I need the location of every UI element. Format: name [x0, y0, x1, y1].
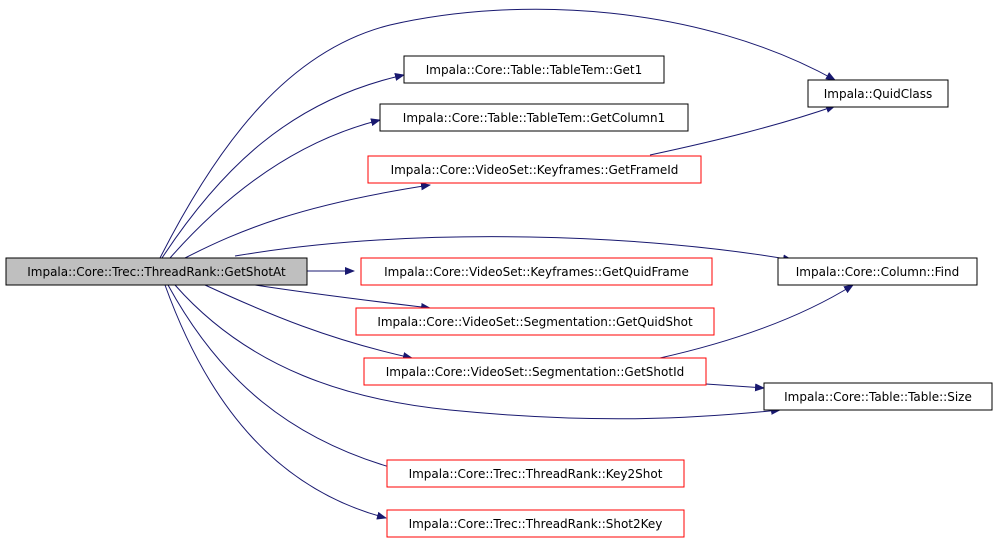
node-getshotid[interactable]: Impala::Core::VideoSet::Segmentation::Ge… [363, 357, 707, 386]
node-getframeid-label: Impala::Core::VideoSet::Keyframes::GetFr… [391, 163, 679, 177]
node-root-box [5, 257, 308, 286]
edge-root-shot2key [164, 284, 387, 520]
node-getframeid[interactable]: Impala::Core::VideoSet::Keyframes::GetFr… [367, 155, 702, 184]
edge-root-getframeid [184, 182, 431, 259]
edges [159, 8, 854, 520]
edge-root-getcolumn1 [169, 118, 381, 259]
node-key2shot-label: Impala::Core::Trec::ThreadRank::Key2Shot [409, 467, 663, 481]
node-find-label: Impala::Core::Column::Find [796, 265, 959, 279]
node-root-label: Impala::Core::Trec::ThreadRank::GetShotA… [27, 265, 286, 279]
node-getcolumn1-label: Impala::Core::Table::TableTem::GetColumn… [403, 111, 665, 125]
node-find-box [777, 257, 978, 286]
node-getshotid-box [363, 357, 707, 386]
node-getquidframe-box [360, 257, 713, 286]
node-getframeid-box [367, 155, 702, 184]
edge-root-getquidshot [254, 284, 431, 311]
node-shot2key-label: Impala::Core::Trec::ThreadRank::Shot2Key [409, 517, 663, 531]
node-key2shot[interactable]: Impala::Core::Trec::ThreadRank::Key2Shot [386, 459, 685, 488]
node-quidclass-label: Impala::QuidClass [824, 87, 933, 101]
node-get1[interactable]: Impala::Core::Table::TableTem::Get1 [403, 55, 665, 84]
node-getquidshot-label: Impala::Core::VideoSet::Segmentation::Ge… [377, 315, 693, 329]
node-quidclass-box [807, 79, 949, 108]
node-quidclass[interactable]: Impala::QuidClass [807, 79, 949, 108]
node-getquidframe[interactable]: Impala::Core::VideoSet::Keyframes::GetQu… [360, 257, 713, 286]
edge-getshotid-size [705, 383, 765, 392]
node-size-label: Impala::Core::Table::Table::Size [784, 390, 972, 404]
node-get1-box [403, 55, 665, 84]
node-get1-label: Impala::Core::Table::TableTem::Get1 [426, 63, 642, 77]
edge-root-find [234, 236, 793, 263]
edge-root-quidclass [159, 8, 836, 259]
edge-root-size [174, 284, 781, 420]
edge-getframeid-quidclass [649, 105, 836, 156]
edge-root-getshotid [204, 284, 413, 360]
node-getcolumn1[interactable]: Impala::Core::Table::TableTem::GetColumn… [379, 103, 689, 132]
node-root[interactable]: Impala::Core::Trec::ThreadRank::GetShotA… [5, 257, 308, 286]
node-shot2key-box [386, 509, 685, 538]
edge-root-get1 [161, 73, 405, 259]
node-size-box [763, 382, 993, 411]
edge-root-key2shot [167, 284, 401, 472]
node-getquidshot[interactable]: Impala::Core::VideoSet::Segmentation::Ge… [355, 307, 715, 336]
node-getquidframe-label: Impala::Core::VideoSet::Keyframes::GetQu… [384, 265, 689, 279]
node-getquidshot-box [355, 307, 715, 336]
node-shot2key[interactable]: Impala::Core::Trec::ThreadRank::Shot2Key [386, 509, 685, 538]
nodes: Impala::Core::Trec::ThreadRank::GetShotA… [5, 55, 993, 538]
edge-getshotid-find [659, 284, 854, 359]
node-find[interactable]: Impala::Core::Column::Find [777, 257, 978, 286]
node-size[interactable]: Impala::Core::Table::Table::Size [763, 382, 993, 411]
node-key2shot-box [386, 459, 685, 488]
node-getcolumn1-box [379, 103, 689, 132]
node-getshotid-label: Impala::Core::VideoSet::Segmentation::Ge… [386, 365, 684, 379]
